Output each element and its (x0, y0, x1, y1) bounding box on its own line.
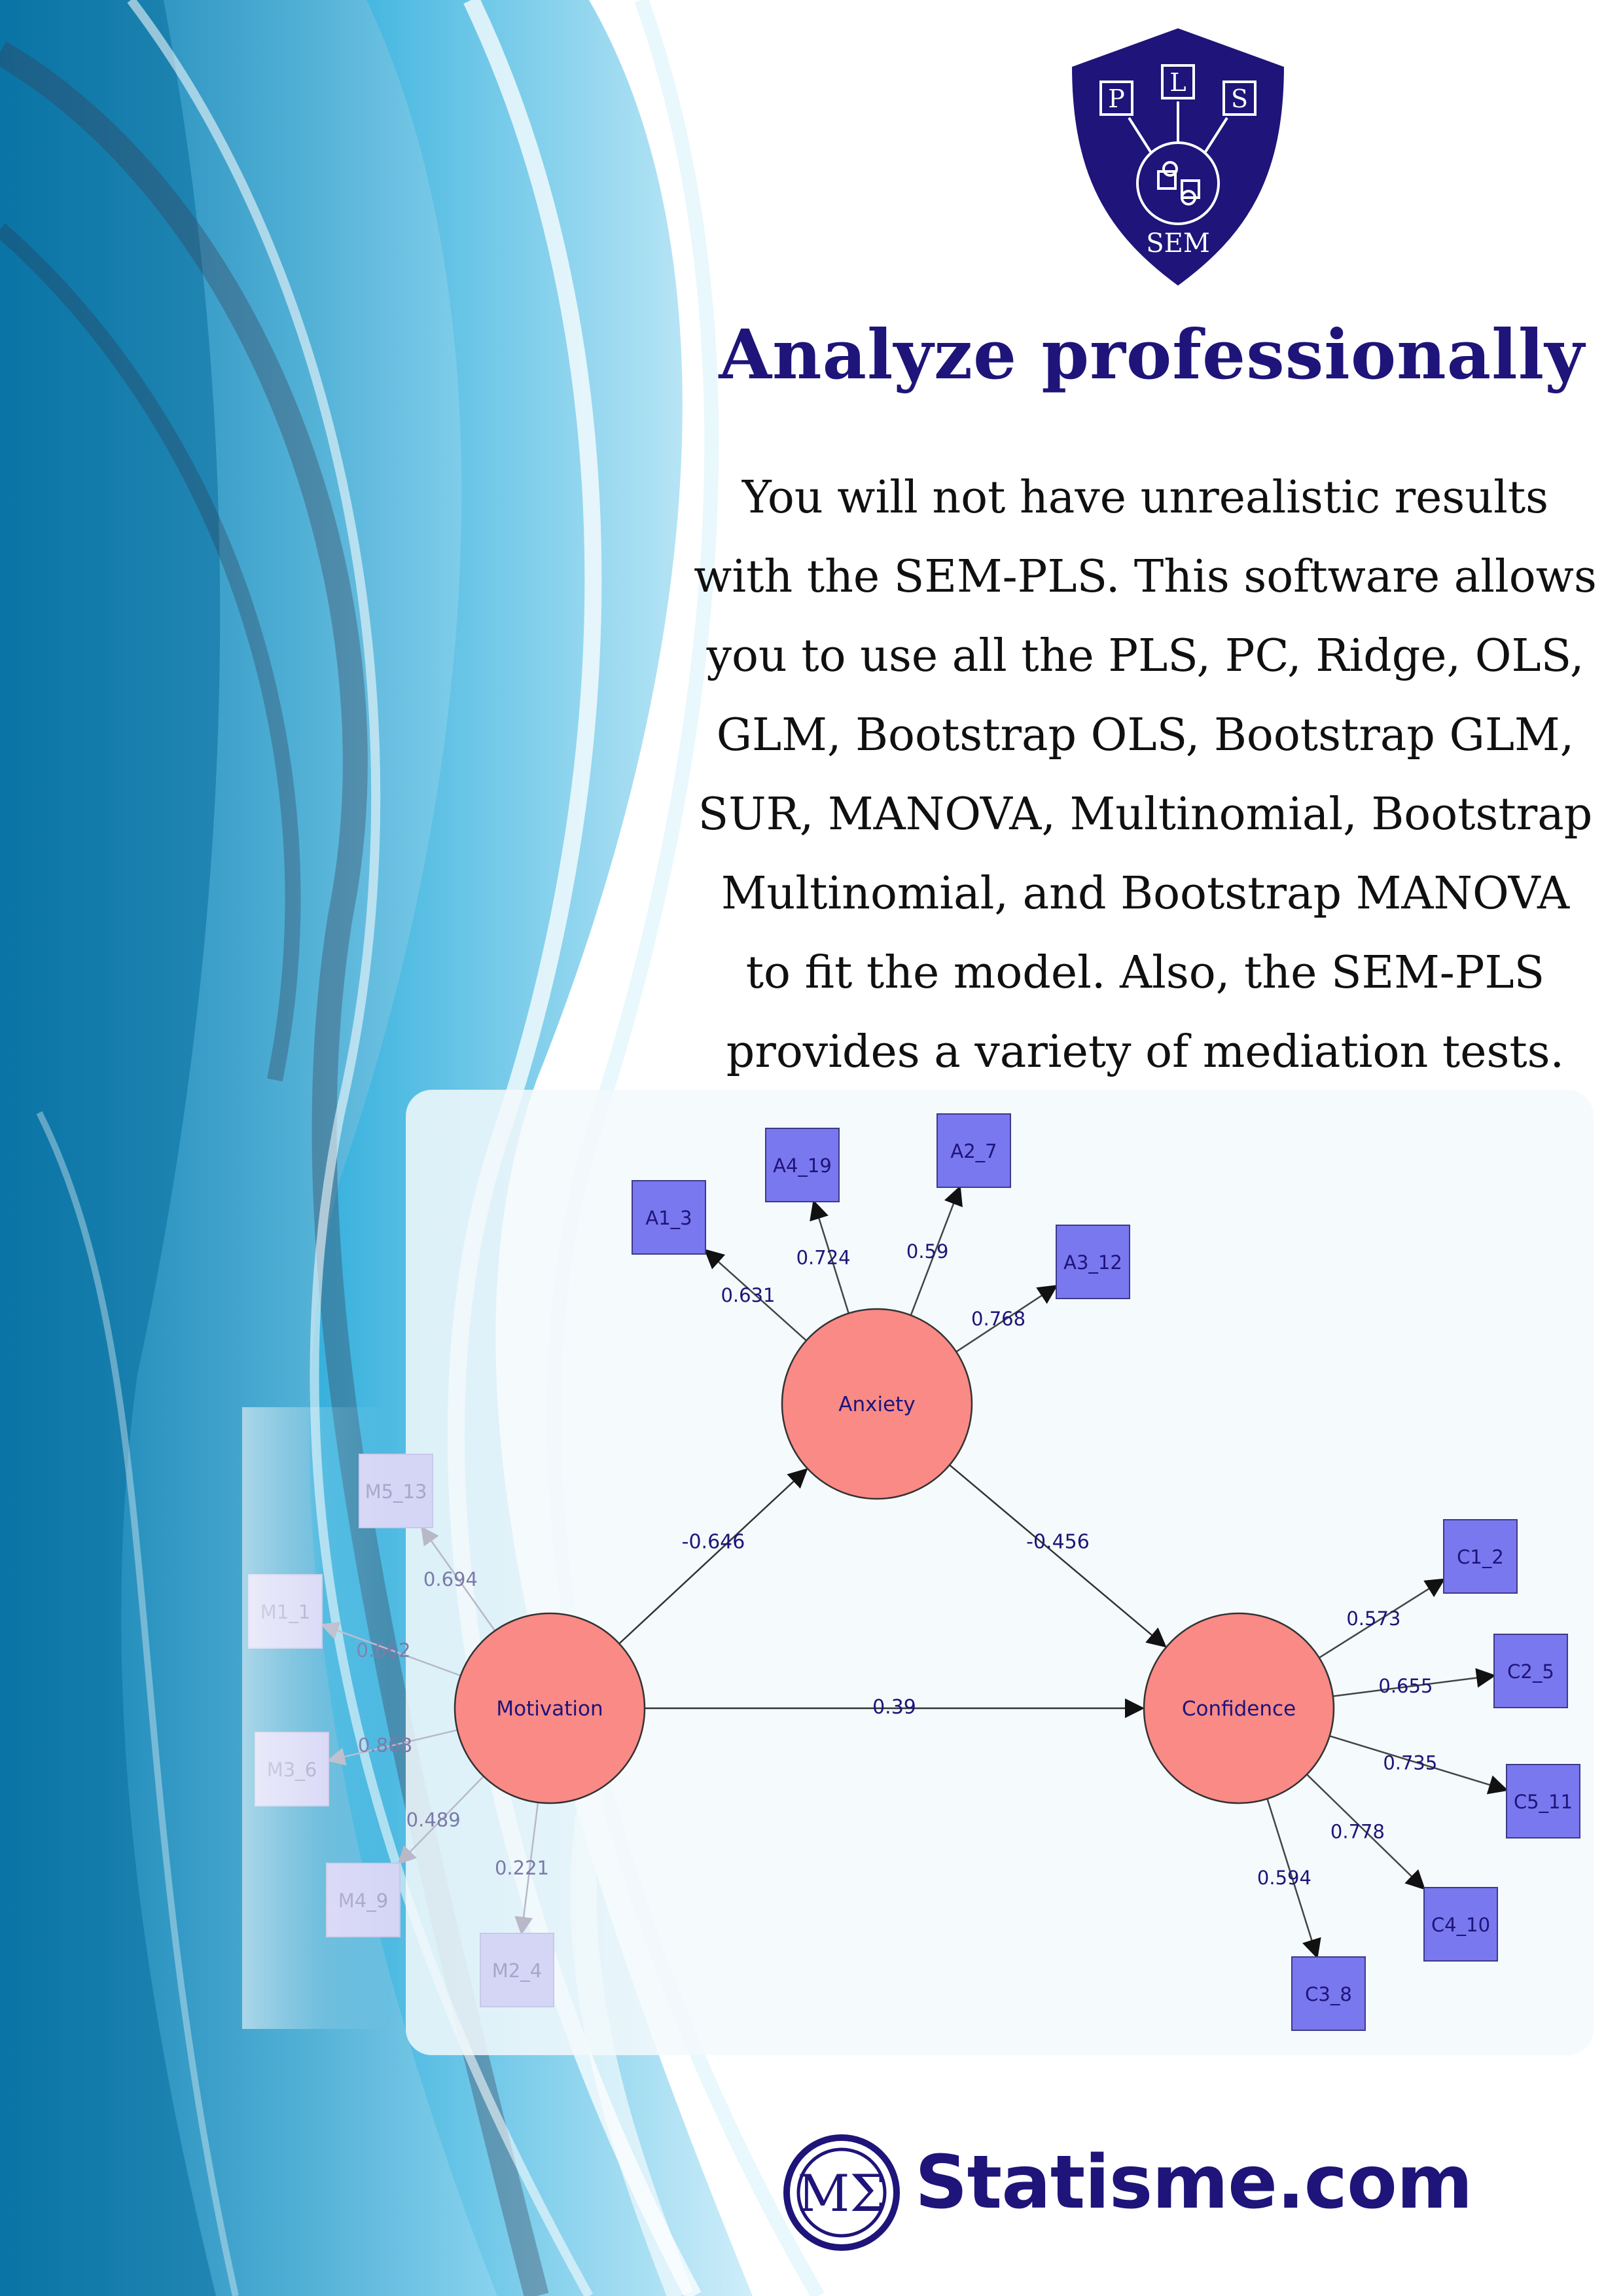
loading-value: 0.573 (1346, 1607, 1400, 1630)
indicator-box (765, 1128, 840, 1202)
description-line: GLM, Bootstrap OLS, Bootstrap GLM, (716, 709, 1575, 761)
logo-letter-p: P (1108, 84, 1125, 113)
loading-value: 0.594 (1257, 1867, 1311, 1889)
loading-arrow (910, 1185, 963, 1316)
latent-node (781, 1308, 973, 1500)
indicator-box (1056, 1225, 1130, 1299)
loading-arrow (1266, 1798, 1321, 1959)
indicator-box (632, 1180, 706, 1255)
path-coefficient: 0.39 (872, 1696, 916, 1719)
description-line: provides a variety of mediation tests. (726, 1026, 1565, 1078)
indicator-label: A2_7 (950, 1140, 997, 1162)
loading-arrow (1319, 1578, 1446, 1659)
latent-label: Confidence (1182, 1697, 1296, 1721)
loading-arrow (810, 1200, 849, 1314)
indicator-label: C5_11 (1514, 1791, 1573, 1813)
loading-value: 0.631 (721, 1284, 775, 1306)
brand-mark: MΣ (797, 2164, 885, 2223)
indicator-label: A4_19 (773, 1155, 832, 1177)
latent-node (1143, 1612, 1335, 1804)
logo-sem-text: SEM (1146, 228, 1210, 259)
latent-label: Anxiety (838, 1393, 915, 1416)
loading-value: 0.59 (906, 1240, 949, 1263)
description-line: Multinomial, and Bootstrap MANOVA (721, 868, 1570, 920)
description-line: to fit the model. Also, the SEM-PLS (745, 947, 1545, 999)
loading-arrow (1306, 1774, 1426, 1890)
logo-letter-s: S (1231, 84, 1248, 113)
indicator-box (1291, 1956, 1366, 2031)
indicator-box (936, 1113, 1011, 1188)
loading-arrow (1329, 1735, 1508, 1795)
indicator-label: A3_12 (1063, 1251, 1122, 1274)
indicator-box (1506, 1764, 1580, 1839)
loading-value: 0.778 (1330, 1820, 1385, 1842)
description-line: You will not have unrealistic results (741, 472, 1549, 524)
diagram-panel (406, 1090, 1594, 2055)
loading-arrow (704, 1249, 807, 1342)
loading-value: 0.724 (796, 1246, 851, 1268)
indicator-label: C3_8 (1305, 1983, 1352, 2005)
loading-arrow (955, 1285, 1058, 1353)
loading-value: 0.768 (971, 1308, 1026, 1330)
description-paragraph: You will not have unrealistic results wi… (668, 458, 1623, 1092)
description-line: you to use all the PLS, PC, Ridge, OLS, (706, 630, 1584, 682)
indicator-box (1423, 1887, 1498, 1962)
path-coefficient: -0.456 (1026, 1531, 1090, 1554)
loading-value: 0.735 (1383, 1752, 1437, 1774)
brand-name: Statisme.com (915, 2140, 1473, 2225)
loading-value: 0.655 (1378, 1675, 1433, 1697)
headline: Analyze professionally (719, 314, 1585, 395)
fade-overlay (242, 1407, 609, 2029)
path-coefficient: -0.646 (682, 1531, 745, 1554)
statisme-logo-icon: MΣ (783, 2134, 900, 2251)
description-line: with the SEM-PLS. This software allows (694, 551, 1597, 603)
description-line: SUR, MANOVA, Multinomial, Bootstrap (698, 789, 1593, 840)
indicator-box (1493, 1634, 1568, 1708)
indicator-box (1443, 1519, 1518, 1594)
logo-letter-l: L (1169, 68, 1186, 97)
loading-arrow (1332, 1668, 1496, 1697)
indicator-label: C1_2 (1457, 1546, 1504, 1568)
indicator-label: A1_3 (645, 1207, 692, 1229)
indicator-label: C2_5 (1507, 1660, 1554, 1683)
path-arrow (618, 1468, 808, 1645)
path-arrow (949, 1464, 1167, 1648)
pls-sem-logo: P L S SEM (1067, 24, 1289, 291)
indicator-label: C4_10 (1431, 1914, 1490, 1936)
